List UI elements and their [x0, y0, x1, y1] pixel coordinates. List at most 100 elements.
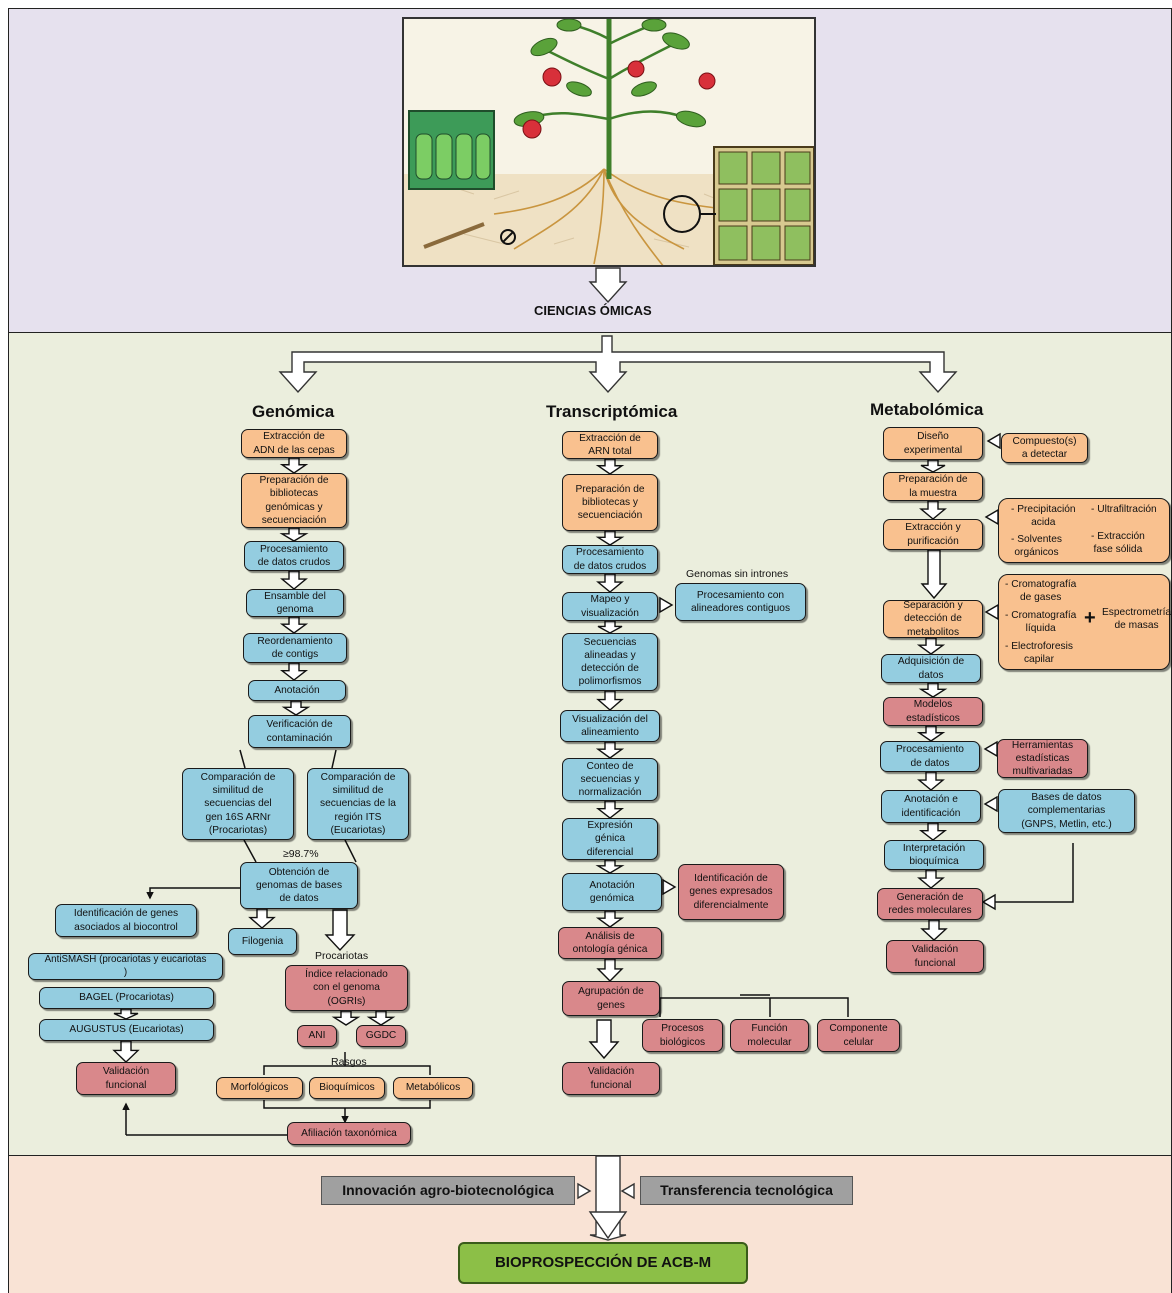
met-diseno: Diseño experimental [883, 427, 983, 460]
gen-ensamble: Ensamble del genoma [246, 589, 344, 617]
gen-indice: Índice relacionado con el genoma (OGRIs) [285, 965, 408, 1011]
gen-morfologicos: Morfológicos [216, 1077, 303, 1099]
gen-comparacion-its: Comparación de similitud de secuencias d… [307, 768, 409, 840]
opt-cromatografia-liquida: - Cromatografía líquida [1005, 610, 1077, 635]
opt-fase-solida: - Extracción fase sólida [1091, 531, 1145, 556]
down-arrow-25 [248, 908, 276, 929]
tr-procesos: Procesos biológicos [642, 1019, 723, 1052]
down-arrow-17 [919, 500, 947, 520]
down-arrow-27 [331, 1010, 361, 1026]
genomas-label: Genomas sin intrones [686, 568, 789, 580]
down-arrow-10 [596, 690, 624, 711]
tr-alineadores: Procesamiento con alineadores contiguos [675, 583, 806, 621]
tr-secuencias: Secuencias alineadas y detección de poli… [562, 633, 658, 691]
heading-genomica: Genómica [252, 402, 335, 421]
gen-metabolicos: Metabólicos [393, 1077, 473, 1099]
met-bases: Bases de datos complementarias (GNPS, Me… [998, 789, 1135, 833]
down-arrow-22 [918, 822, 948, 841]
met-separacion: Separación y detección de metabolitos [883, 600, 983, 638]
opt-electroforesis: - Electroforesis capilar [1005, 641, 1073, 666]
down-arrow-3 [279, 616, 309, 634]
met-separacion-opciones: - Cromatografía de gases - Cromatografía… [998, 574, 1172, 670]
gen-ani: ANI [297, 1025, 337, 1047]
met-procesamiento: Procesamiento de datos [880, 741, 980, 772]
down-arrow-6 [595, 458, 625, 475]
down-arrow-26 [112, 1040, 140, 1063]
innovacion-box: Innovación agro-biotecnológica [321, 1176, 575, 1205]
down-arrow-12 [595, 800, 625, 819]
down-arrow-2 [280, 570, 308, 590]
down-arrow-19 [918, 682, 948, 698]
gen-augustus: AUGUSTUS (Eucariotas) [39, 1019, 214, 1041]
tr-preparacion: Preparación de bibliotecas y secuenciaci… [562, 474, 658, 531]
tr-identificacion: Identificación de genes expresados difer… [678, 864, 784, 920]
met-anotacion: Anotación e identificación [881, 790, 981, 823]
omics-title: CIENCIAS ÓMICAS [534, 303, 652, 318]
met-extraccion-opciones: - Precipitación acida - Ultrafiltración … [998, 498, 1170, 563]
met-modelos: Modelos estadísticos [883, 697, 983, 726]
bioprospeccion-box: BIOPROSPECCIÓN DE ACB-M [458, 1242, 748, 1284]
down-arrow-13 [595, 859, 625, 874]
down-arrow-24 [920, 919, 948, 941]
gen-ggdc: GGDC [356, 1025, 406, 1047]
met-herramientas: Herramientas estadísticas multivariadas [997, 739, 1088, 778]
gen-validacion: Validación funcional [76, 1062, 176, 1095]
down-arrow-23 [917, 869, 945, 889]
gen-antismash: AntiSMASH (procariotas y eucariotas ) [28, 953, 223, 980]
tr-componente: Componente celular [817, 1019, 900, 1052]
gen-verificacion: Verificación de contaminación [248, 715, 351, 748]
gen-identificacion: Identificación de genes asociados al bio… [55, 904, 197, 937]
down-arrow-18 [916, 637, 946, 655]
down-arrow-11 [595, 741, 625, 759]
tr-funcion: Función molecular [730, 1019, 809, 1052]
met-generacion: Generación de redes moleculares [877, 888, 983, 920]
down-arrow-20 [916, 725, 946, 742]
down-arrow-28 [366, 1010, 396, 1026]
rasgos-label: Rasgos [331, 1056, 367, 1068]
gen-comparacion-16s: Comparación de similitud de secuencias d… [182, 768, 294, 840]
down-arrow-15 [596, 958, 624, 982]
gen-procesamiento: Procesamiento de datos crudos [244, 541, 344, 571]
down-arrow-14 [595, 910, 625, 928]
down-arrow-5 [281, 700, 311, 716]
gen-anotacion: Anotación [248, 680, 346, 701]
down-arrow-9 [597, 620, 623, 634]
threshold-label: ≥98.7% [283, 848, 319, 860]
tr-ontologia: Análisis de ontología génica [558, 927, 662, 959]
tr-validacion: Validación funcional [562, 1062, 660, 1095]
down-arrow-16 [920, 459, 946, 473]
tr-visualizacion: Visualización del alineamiento [560, 710, 660, 742]
gen-obtencion: Obtención de genomas de bases de datos [240, 862, 358, 909]
tr-conteo: Conteo de secuencias y normalización [562, 758, 658, 801]
opt-ultrafiltracion: - Ultrafiltración [1091, 504, 1157, 515]
tr-extraccion: Extracción de ARN total [562, 431, 658, 459]
plus-sign: + [1084, 607, 1096, 629]
heading-metabolomica: Metabolómica [870, 400, 984, 419]
opt-espectrometria: Espectrometría de masas [1102, 607, 1172, 632]
down-arrow-4 [279, 662, 309, 681]
opt-solventes: - Solventes orgánicos [1011, 534, 1062, 559]
plant-illustration [402, 17, 816, 267]
opt-cromatografia-gases: - Cromatografía de gases [1005, 579, 1077, 604]
tr-expresion: Expresión génica diferencial [562, 818, 658, 860]
gen-bioquimicos: Bioquímicos [309, 1077, 385, 1099]
gen-extraccion: Extracción de ADN de las cepas [241, 429, 347, 458]
down-arrow-1 [279, 527, 309, 542]
met-preparacion: Preparación de la muestra [883, 472, 983, 501]
down-arrow-29 [113, 1008, 139, 1020]
gen-afiliacion: Afiliación taxonómica [287, 1122, 411, 1145]
tr-mapeo: Mapeo y visualización [562, 592, 658, 621]
transferencia-box: Transferencia tecnológica [640, 1176, 853, 1205]
gen-preparacion: Preparación de bibliotecas genómicas y s… [241, 473, 347, 528]
met-extraccion: Extracción y purificación [883, 519, 983, 550]
procariotas-label: Procariotas [315, 950, 369, 962]
down-arrow-7 [595, 530, 625, 546]
down-arrow-0 [279, 457, 309, 474]
met-interpretacion: Interpretación bioquímica [884, 840, 984, 870]
met-validacion: Validación funcional [886, 940, 984, 973]
gen-filogenia: Filogenia [228, 928, 297, 955]
tr-anotacion: Anotación genómica [562, 873, 662, 911]
down-arrow-8 [596, 573, 624, 593]
gen-bagel: BAGEL (Procariotas) [39, 987, 214, 1009]
